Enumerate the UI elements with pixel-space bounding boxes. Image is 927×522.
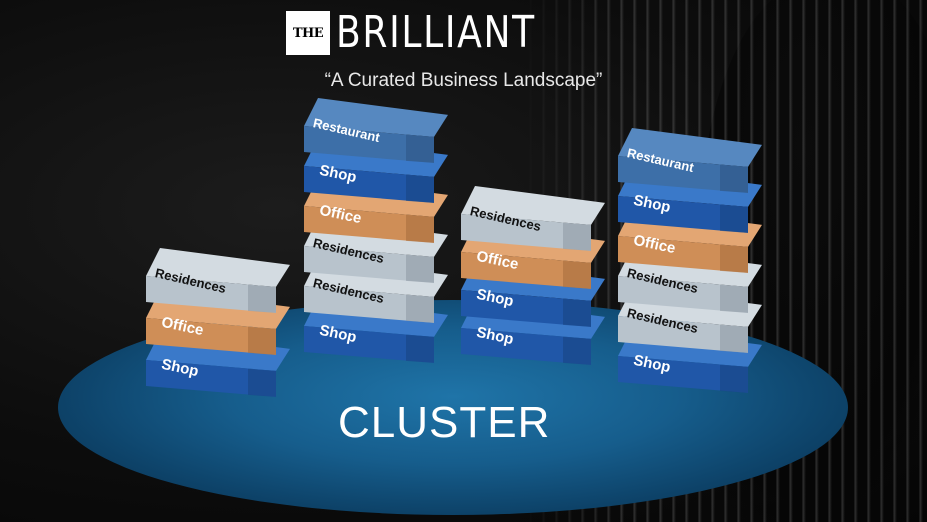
block-front-face — [461, 214, 591, 251]
block-side-shade — [720, 324, 748, 353]
stack-block-restaurant: Restaurant — [618, 128, 762, 193]
block-front-face — [618, 156, 748, 193]
block-side-shade — [406, 134, 434, 163]
block-side-shade — [563, 336, 591, 365]
stack-block-restaurant: Restaurant — [304, 98, 448, 163]
logo-box: THE — [286, 11, 330, 55]
brand-logo: THE BRILLIANT — [286, 8, 580, 58]
tagline: “A Curated Business Landscape” — [324, 70, 603, 91]
block-top-face — [461, 186, 605, 225]
block-top-face — [146, 248, 290, 287]
block-side-shade — [406, 174, 434, 203]
block-side-shade — [720, 204, 748, 233]
block-front-face — [461, 252, 591, 289]
block-front-face — [304, 326, 434, 363]
block-side-shade — [720, 284, 748, 313]
block-front-face — [146, 318, 276, 355]
block-side-shade — [406, 334, 434, 363]
block-front-face — [618, 276, 748, 313]
block-front-face — [304, 126, 434, 163]
block-top-face — [304, 98, 448, 137]
block-side-shade — [248, 368, 276, 397]
block-side-shade — [406, 214, 434, 243]
stack-block-residences: Residences — [146, 248, 290, 313]
block-side-shade — [720, 164, 748, 193]
block-front-face — [304, 246, 434, 283]
block-front-face — [618, 316, 748, 353]
block-side-shade — [720, 244, 748, 273]
block-side-shade — [406, 254, 434, 283]
cluster-label: CLUSTER — [338, 398, 551, 447]
block-front-face — [618, 236, 748, 273]
block-side-shade — [248, 326, 276, 355]
block-side-shade — [563, 298, 591, 327]
block-side-shade — [406, 294, 434, 323]
block-front-face — [618, 196, 748, 233]
building-stack: ShopResidencesResidencesOfficeShopRestau… — [618, 128, 762, 393]
block-front-face — [146, 360, 276, 397]
block-side-shade — [248, 284, 276, 313]
block-top-face — [618, 128, 762, 167]
stack-block-residences: Residences — [461, 186, 605, 251]
block-front-face — [461, 328, 591, 365]
block-side-shade — [563, 260, 591, 289]
block-side-shade — [563, 222, 591, 251]
block-front-face — [304, 206, 434, 243]
logo-wordmark: BRILLIANT — [336, 7, 536, 58]
block-front-face — [146, 276, 276, 313]
building-stack: ShopResidencesResidencesOfficeShopRestau… — [304, 98, 448, 363]
block-front-face — [461, 290, 591, 327]
block-side-shade — [720, 364, 748, 393]
block-front-face — [304, 166, 434, 203]
block-front-face — [618, 356, 748, 393]
block-front-face — [304, 286, 434, 323]
